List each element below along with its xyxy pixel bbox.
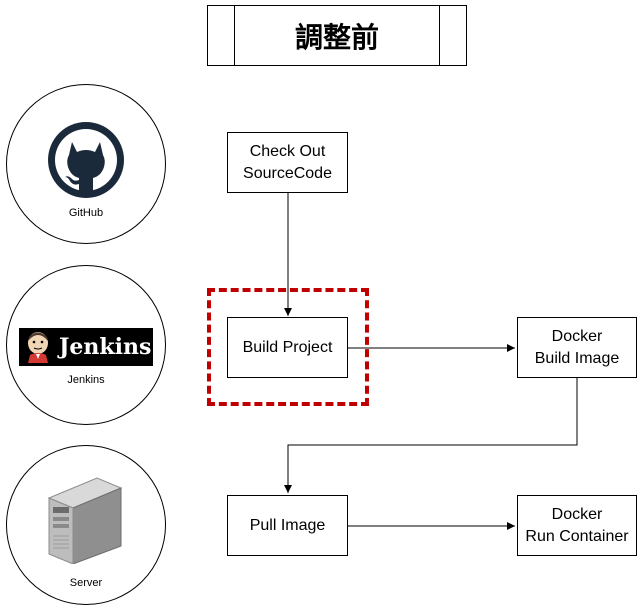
step-docker-build-image: Docker Build Image [517,317,637,378]
build-project-highlight [207,288,369,406]
jenkins-logo-text: Jenkins [59,334,152,360]
title-box-right-bar [439,6,440,65]
jenkins-logo: Jenkins [19,328,153,366]
step-checkout-sourcecode: Check Out SourceCode [227,132,348,193]
jenkins-node: Jenkins Jenkins [6,265,166,425]
diagram-title: 調整前 [294,20,379,54]
server-tower-icon [47,477,123,564]
github-icon [48,122,124,198]
diagram-title-box: 調整前 [207,5,467,66]
jenkins-butler-icon [28,332,48,363]
title-box-left-bar [234,6,235,65]
github-label: GitHub [68,207,104,219]
step-build-project: Build Project [227,317,348,378]
step-docker-run-container: Docker Run Container [517,495,637,556]
server-label: Server [69,577,103,589]
github-node: GitHub [6,84,166,244]
arrow-docker-build-to-pull [284,378,578,493]
jenkins-label: Jenkins [67,374,105,386]
server-node: Server [6,445,166,605]
step-pull-image: Pull Image [227,495,348,556]
